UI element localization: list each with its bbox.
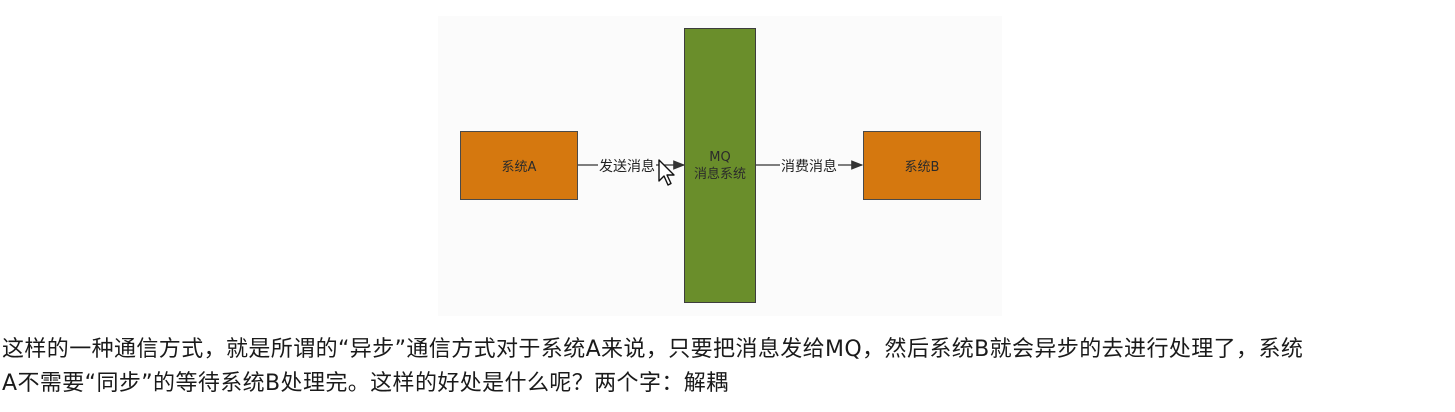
mq-node: MQ 消息系统 bbox=[684, 28, 756, 303]
caption-line-2: A不需要“同步”的等待系统B处理完。这样的好处是什么呢？两个字：解耦 bbox=[2, 371, 729, 396]
mq-label: MQ bbox=[709, 149, 731, 165]
system-b-label: 系统B bbox=[904, 160, 940, 175]
system-a-label: 系统A bbox=[501, 160, 537, 175]
mouse-pointer-icon bbox=[658, 159, 675, 186]
send-message-label: 发送消息 bbox=[598, 156, 656, 176]
consume-message-label: 消费消息 bbox=[780, 156, 838, 176]
system-a-node: 系统A bbox=[460, 131, 578, 200]
system-b-node: 系统B bbox=[863, 131, 981, 200]
mq-subtitle: 消息系统 bbox=[693, 166, 746, 182]
caption-line-1: 这样的一种通信方式，就是所谓的“异步”通信方式对于系统A来说，只要把消息发给MQ… bbox=[2, 337, 1304, 362]
caption-paragraph: 这样的一种通信方式，就是所谓的“异步”通信方式对于系统A来说，只要把消息发给MQ… bbox=[2, 333, 1452, 401]
